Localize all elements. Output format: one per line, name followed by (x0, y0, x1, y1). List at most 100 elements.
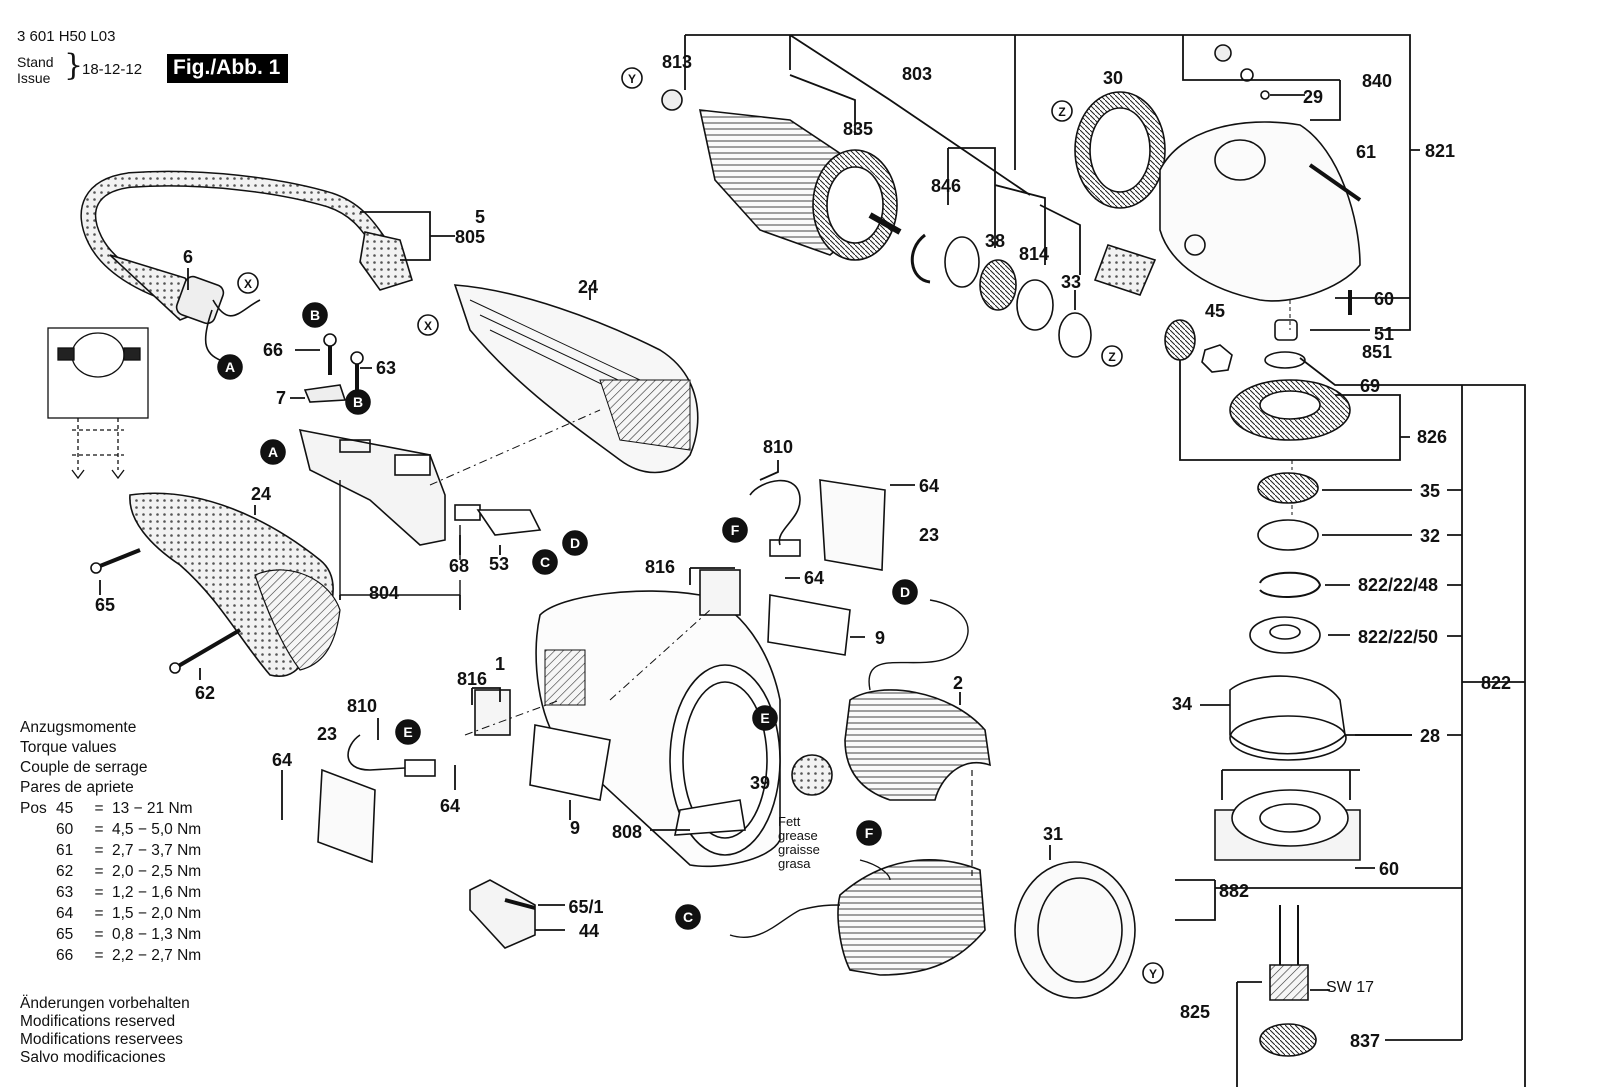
brace-glyph: } (64, 48, 84, 83)
switch-assembly (298, 428, 542, 596)
torque-eq: = (94, 800, 104, 817)
modifications-fr: Modifications reservees (20, 1031, 183, 1048)
torque-pos: 61 (56, 842, 74, 859)
torque-title-fr: Couple de serrage (20, 759, 148, 776)
grease-de: Fett (778, 814, 801, 829)
stand-label: Stand (17, 54, 54, 70)
modifications-en: Modifications reserved (20, 1013, 176, 1030)
table-row: 63=1,2 − 1,6 Nm (20, 882, 201, 903)
leader-lines (99, 34, 1526, 1087)
field-coil-lower (837, 859, 986, 976)
torque-title-es: Pares de apriete (20, 779, 134, 796)
bracket-44 (469, 879, 536, 949)
part-826: 826 (1417, 427, 1447, 447)
torque-eq: = (94, 863, 104, 880)
grease-fr: graisse (778, 842, 820, 857)
bevel-gear-30 (1074, 91, 1166, 209)
connector-a-2: A (268, 444, 278, 460)
part-805: 805 (455, 227, 485, 247)
table-row: 62 = 2,0 − 2,5 Nm (20, 861, 201, 882)
figure-badge: Fig./Abb. 1 (167, 54, 289, 83)
part-60-top: 60 (1374, 289, 1394, 309)
torque-pos: 63 (56, 884, 74, 901)
part-803: 803 (902, 64, 932, 84)
bearing-rings (910, 233, 1092, 358)
part-810-top: 810 (763, 437, 793, 457)
armature (661, 89, 902, 261)
part-822-22-50: 822/22/50 (1358, 627, 1438, 647)
torque-eq: = (94, 947, 104, 964)
table-row: 61 = 2,7 − 3,7 Nm (20, 840, 201, 861)
part-38: 38 (985, 231, 1005, 251)
brush-holders (347, 479, 801, 777)
field-coil-upper (844, 689, 991, 801)
part-62: 62 (195, 683, 215, 703)
part-44: 44 (579, 921, 599, 941)
torque-eq: = (94, 926, 104, 943)
part-822-22-48: 822/22/48 (1358, 575, 1438, 595)
bearing-39 (791, 754, 833, 796)
part-840: 840 (1362, 71, 1392, 91)
torque-value: 13 − 21 Nm (112, 800, 193, 817)
stand-issue-label: Stand Issue (17, 54, 54, 86)
part-825: 825 (1180, 1002, 1210, 1022)
part-882: 882 (1219, 881, 1249, 901)
power-cord (80, 170, 413, 363)
part-64-a: 64 (919, 476, 939, 496)
connector-b-2: B (353, 394, 363, 410)
connector-markers (217, 67, 1164, 984)
torque-value: 0,8 − 1,3 Nm (112, 926, 202, 943)
part-804: 804 (369, 583, 399, 603)
part-9-right: 9 (875, 628, 885, 648)
part-63: 63 (376, 358, 396, 378)
connector-x-1: X (244, 277, 252, 291)
part-5: 5 (475, 207, 485, 227)
connector-y-2: Y (1149, 967, 1157, 981)
part-816-top: 816 (645, 557, 675, 577)
screw-61 (1308, 163, 1362, 202)
torque-value: 2,0 − 2,5 Nm (112, 863, 202, 880)
part-51: 51 (1374, 324, 1394, 344)
table-row: 66 = 2,2 − 2,7 Nm (20, 945, 201, 966)
part-7: 7 (276, 388, 286, 408)
part-2: 2 (953, 673, 963, 693)
spindle-stack (1214, 351, 1361, 1057)
connector-c-1: C (540, 554, 550, 570)
part-60-bottom: 60 (1379, 859, 1399, 879)
issue-date: 18-12-12 (82, 61, 143, 78)
torque-pos: 66 (56, 947, 74, 964)
torque-pos: 60 (56, 821, 74, 838)
connector-z-1: Z (1058, 105, 1065, 119)
torque-eq: = (94, 905, 104, 922)
torque-value: 2,2 − 2,7 Nm (112, 947, 202, 964)
torque-heading: Anzugsmomente Torque values Couple de se… (20, 718, 148, 798)
part-53: 53 (489, 554, 509, 574)
part-9-left: 9 (570, 818, 580, 838)
part-33: 33 (1061, 272, 1081, 292)
connector-x-2: X (424, 319, 432, 333)
connector-d-1: D (570, 535, 580, 551)
torque-value: 2,7 − 3,7 Nm (112, 842, 202, 859)
part-64-b: 64 (804, 568, 824, 588)
grease-en: grease (778, 828, 818, 843)
table-row: 64=1,5 − 2,0 Nm (20, 903, 201, 924)
connector-c-2: C (683, 909, 693, 925)
part-808: 808 (612, 822, 642, 842)
torque-pos: 64 (56, 905, 74, 922)
part-32: 32 (1420, 526, 1440, 546)
connector-letters: B A B A C D F D E E F C X X Y Z Z Y (225, 72, 1157, 981)
part-816-bottom: 816 (457, 669, 487, 689)
connector-e-1: E (403, 724, 412, 740)
wrench-size-label: SW 17 (1326, 979, 1374, 996)
issue-label: Issue (17, 70, 51, 86)
part-39: 39 (750, 773, 770, 793)
part-23-right: 23 (919, 525, 939, 545)
torque-eq: = (94, 842, 104, 859)
gear-housing (1159, 121, 1361, 302)
torque-pos: 62 (56, 863, 74, 880)
part-810-bottom: 810 (347, 696, 377, 716)
wiring-schematic (47, 327, 149, 480)
part-64-d: 64 (440, 796, 460, 816)
